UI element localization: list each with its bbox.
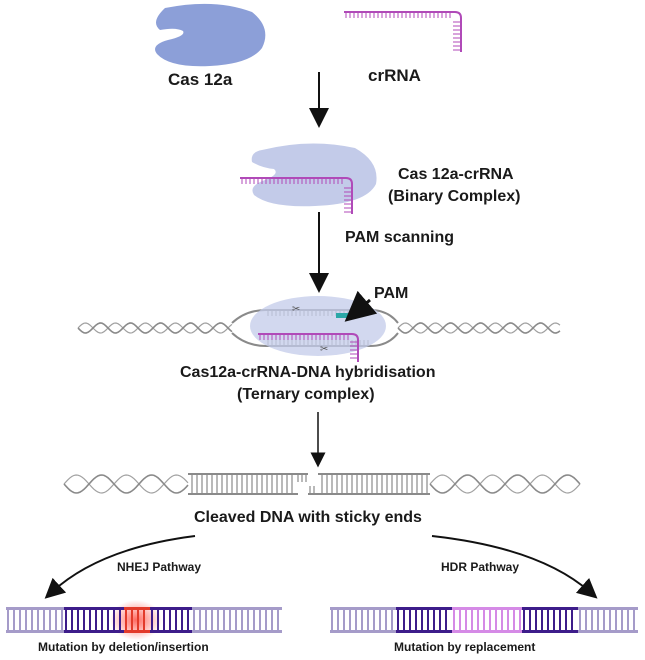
mutation-deletion-label: Mutation by deletion/insertion (38, 640, 209, 654)
nhej-curved-arrow (44, 535, 196, 599)
nhej-repaired-dna (6, 600, 282, 640)
ternary-complex-crrna (258, 333, 359, 362)
cleaved-dna-label: Cleaved DNA with sticky ends (194, 509, 422, 526)
binary-complex-label-line1: Cas 12a-crRNA (398, 166, 514, 183)
mutation-replacement-label: Mutation by replacement (394, 640, 536, 654)
cas12a-protein-shape (155, 3, 266, 67)
scissors-icon: ✂ (292, 304, 300, 315)
crrna-strand (344, 11, 462, 52)
binary-complex-crrna (240, 177, 353, 214)
ternary-complex-label-line2: (Ternary complex) (237, 386, 375, 403)
ternary-complex-label-line1: Cas12a-crRNA-DNA hybridisation (180, 364, 436, 381)
hdr-curved-arrow (431, 535, 598, 599)
cas12a-label: Cas 12a (168, 70, 233, 89)
cleaved-dna (63, 473, 581, 495)
nhej-pathway-label: NHEJ Pathway (117, 560, 202, 574)
hdr-repaired-dna (330, 607, 638, 633)
hdr-pathway-label: HDR Pathway (441, 560, 520, 574)
pam-label: PAM (374, 285, 409, 302)
pam-pointer-arrow (344, 290, 378, 322)
pam-site (336, 313, 354, 318)
binary-complex-label-line2: (Binary Complex) (388, 188, 521, 205)
pam-scanning-label: PAM scanning (345, 229, 455, 246)
crrna-label: crRNA (368, 66, 421, 85)
binary-complex-protein (251, 143, 377, 207)
scissors-icon-2: ✂ (320, 344, 328, 355)
